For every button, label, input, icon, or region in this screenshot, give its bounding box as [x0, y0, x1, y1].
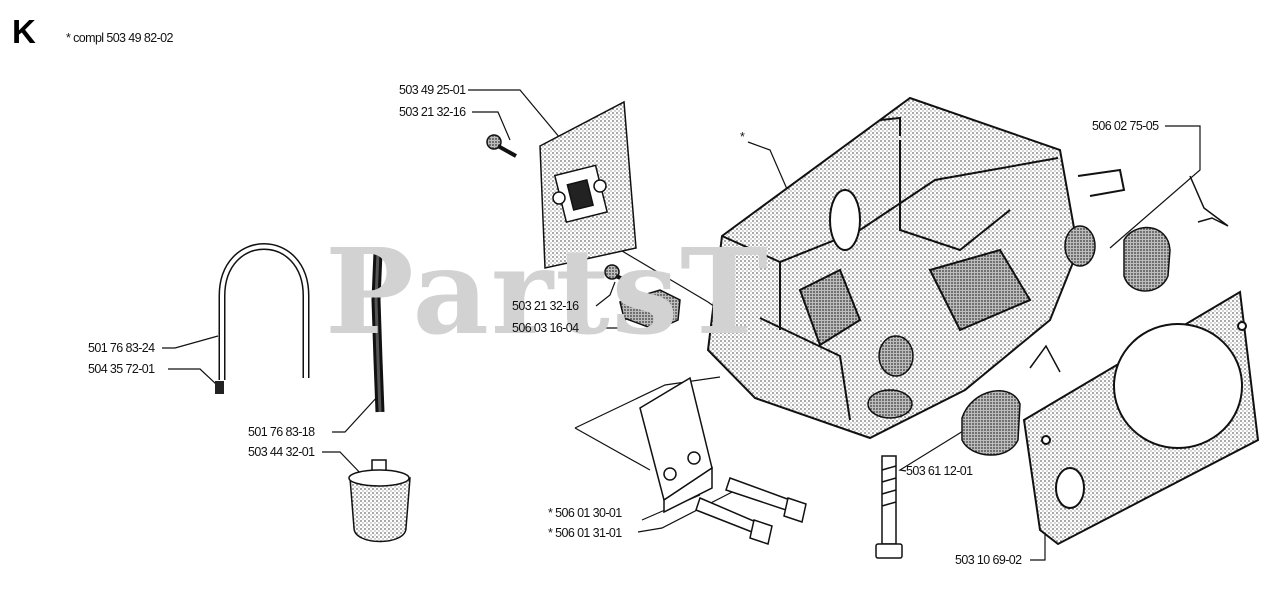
watermark: PartsT: [325, 222, 770, 361]
spring-lower: [961, 344, 1061, 456]
crankcase: [706, 96, 1126, 440]
screw-middle: [604, 264, 635, 286]
part-label-asterisk: *: [740, 130, 745, 144]
bolt-1: [725, 477, 807, 523]
part-label-guide-plate: 503 49 25-01: [399, 83, 466, 97]
part-label-chain-catcher: 506 03 16-04: [512, 321, 579, 335]
fuel-pipe: [218, 243, 310, 380]
spring-upper: [1123, 175, 1229, 292]
screw-upper: [486, 134, 517, 158]
bolt-2: [695, 496, 773, 545]
pipe-grommet: [215, 381, 224, 394]
part-label-long-bolt: 503 61 12-01: [906, 464, 973, 478]
gasket-plate: [1022, 290, 1260, 546]
crankcase-bosses: [867, 225, 1096, 419]
part-label-fuel-filter: 503 44 32-01: [248, 445, 315, 459]
long-bolt: [875, 455, 903, 559]
section-letter: K: [12, 13, 36, 50]
fuel-filter: [348, 459, 411, 543]
part-label-spring-upper: 506 02 75-05: [1092, 119, 1159, 133]
part-label-screw-middle: 503 21 32-16: [512, 299, 579, 313]
part-label-gasket: 503 10 69-02: [955, 553, 1022, 567]
assembly-note: * compl 503 49 82-02: [66, 31, 173, 45]
part-label-grommet: 504 35 72-01: [88, 362, 155, 376]
guide-plate: [539, 100, 637, 269]
bar-bracket: [639, 376, 713, 514]
part-label-fuel-hose: 501 76 83-18: [248, 425, 315, 439]
fuel-hose: [371, 251, 385, 413]
part-label-bolt-1: * 506 01 30-01: [548, 506, 622, 520]
part-label-bolt-2: * 506 01 31-01: [548, 526, 622, 540]
part-label-screw-upper: 503 21 32-16: [399, 105, 466, 119]
chain-catcher: [619, 289, 681, 331]
part-label-fuel-pipe: 501 76 83-24: [88, 341, 155, 355]
